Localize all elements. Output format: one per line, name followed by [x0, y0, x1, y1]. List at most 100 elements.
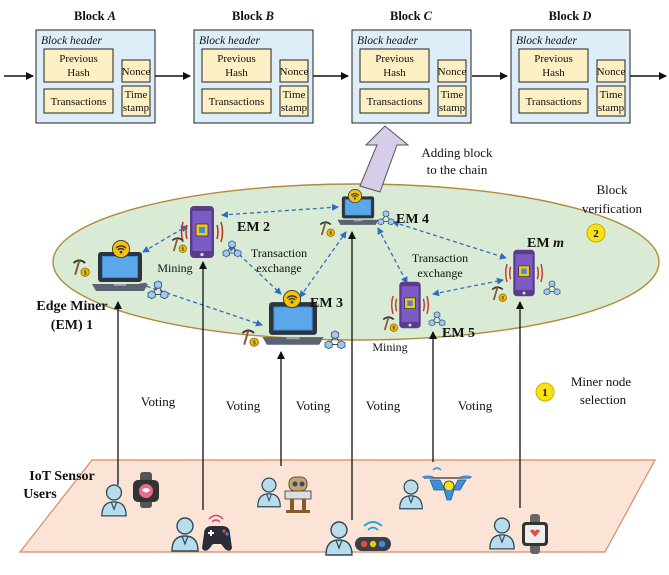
previous-hash-box — [201, 48, 272, 83]
timestamp-label-1: Time — [600, 89, 623, 101]
timestamp-box — [437, 85, 467, 117]
previous-hash-label-1: Previous — [375, 53, 414, 65]
voting-label-2: Voting — [226, 398, 261, 413]
previous-hash-label-2: Hash — [383, 67, 406, 79]
previous-hash-box — [359, 48, 430, 83]
adding-block-arrow — [359, 125, 410, 193]
timestamp-label-1: Time — [125, 89, 148, 101]
link-em1-em3 — [139, 282, 263, 327]
transactions-label: Transactions — [367, 96, 423, 108]
timestamp-label-2: stamp — [598, 102, 625, 114]
iot-user-6 — [489, 514, 548, 554]
step-2-number: 2 — [593, 228, 599, 240]
iot-label-1: IoT Sensor — [29, 469, 94, 484]
mining-label-em5: Mining — [372, 340, 407, 354]
voting-label-5: Voting — [458, 398, 493, 413]
wifi-icon — [112, 240, 130, 258]
nonce-label: Nonce — [438, 66, 467, 78]
voting-label-1: Voting — [141, 394, 176, 409]
adding-block-label-2: to the chain — [427, 162, 488, 177]
block-header-label: Block header — [516, 35, 578, 47]
transaction-exchange-label-2a: Transaction — [412, 251, 468, 265]
timestamp-label-2: stamp — [123, 102, 150, 114]
transactions-box — [201, 88, 272, 114]
transactions-box — [43, 88, 114, 114]
em1-label-2: (EM) 1 — [51, 318, 93, 333]
block-title: Block B — [232, 9, 274, 23]
iot-user-5 — [399, 467, 472, 510]
nonce-label: Nonce — [597, 66, 626, 78]
drone-icon — [422, 467, 472, 501]
mining-label-em2: Mining — [157, 261, 192, 275]
previous-hash-label-1: Previous — [59, 53, 98, 65]
smartwatch-icon — [133, 472, 159, 508]
iot-user-3 — [257, 476, 312, 513]
timestamp-box — [121, 85, 151, 117]
block-verification-label-1: Block — [596, 182, 628, 197]
em1-label-1: Edge Miner — [36, 299, 107, 314]
link-em1-em2 — [142, 225, 188, 253]
voting-label-4: Voting — [366, 398, 401, 413]
iot-user-4 — [325, 521, 391, 556]
step-1-badge — [535, 382, 555, 402]
block-b: Block B Block header Previous Hash Nonce… — [193, 9, 314, 124]
link-em5-emm — [432, 277, 504, 297]
block-verification-label-2: verification — [582, 201, 642, 216]
adding-block-label-1: Adding block — [421, 145, 493, 160]
timestamp-label-2: stamp — [439, 102, 466, 114]
previous-hash-label-2: Hash — [542, 67, 565, 79]
voting-label-3: Voting — [296, 398, 331, 413]
block-title: Block A — [74, 9, 116, 23]
nonce-label: Nonce — [280, 66, 309, 78]
nonce-box — [596, 59, 626, 83]
transaction-exchange-label-2b: exchange — [417, 266, 462, 280]
nonce-box — [437, 59, 467, 83]
emm-label: EM m — [527, 236, 564, 251]
iot-label-2: Users — [23, 487, 57, 502]
step-2-badge — [586, 223, 606, 243]
block-title: Block D — [549, 9, 592, 23]
link-em2-em3 — [228, 244, 282, 295]
gamepad-icon — [202, 514, 232, 551]
em2-label: EM 2 — [237, 220, 270, 235]
link-em3-em4 — [299, 231, 347, 298]
transactions-label: Transactions — [51, 96, 107, 108]
nonce-label: Nonce — [122, 66, 151, 78]
robot-icon — [284, 476, 312, 513]
previous-hash-label-2: Hash — [225, 67, 248, 79]
transactions-box — [359, 88, 430, 114]
previous-hash-label-1: Previous — [217, 53, 256, 65]
previous-hash-label-1: Previous — [534, 53, 573, 65]
block-header-label: Block header — [199, 35, 261, 47]
em3-label: EM 3 — [310, 296, 343, 311]
transactions-label: Transactions — [209, 96, 265, 108]
block-a: Block A Block header Previous Hash Nonce… — [35, 9, 156, 124]
block-c: Block C Block header Previous Hash Nonce… — [351, 9, 472, 124]
fitness-band-icon — [522, 514, 548, 554]
wifi-icon — [283, 290, 301, 308]
step-1-number: 1 — [542, 387, 548, 399]
link-em4-emm — [392, 220, 507, 260]
miner-selection-label-2: selection — [580, 392, 627, 407]
voting-arrows — [114, 231, 524, 520]
previous-hash-box — [43, 48, 114, 83]
wifi-icon — [348, 189, 362, 203]
previous-hash-label-2: Hash — [67, 67, 90, 79]
timestamp-box — [279, 85, 309, 117]
block-d: Block D Block header Previous Hash Nonce… — [510, 9, 631, 124]
link-em2-em4 — [221, 203, 339, 219]
timestamp-label-1: Time — [441, 89, 464, 101]
nonce-box — [121, 59, 151, 83]
timestamp-label-1: Time — [283, 89, 306, 101]
smart-light-icon — [355, 521, 391, 551]
block-header-label: Block header — [41, 35, 103, 47]
em4-label: EM 4 — [396, 212, 429, 227]
transaction-exchange-label-1a: Transaction — [251, 246, 307, 260]
iot-user-2 — [171, 514, 232, 552]
timestamp-label-2: stamp — [281, 102, 308, 114]
block-title: Block C — [390, 9, 433, 23]
previous-hash-box — [518, 48, 589, 83]
em5-label: EM 5 — [442, 326, 475, 341]
